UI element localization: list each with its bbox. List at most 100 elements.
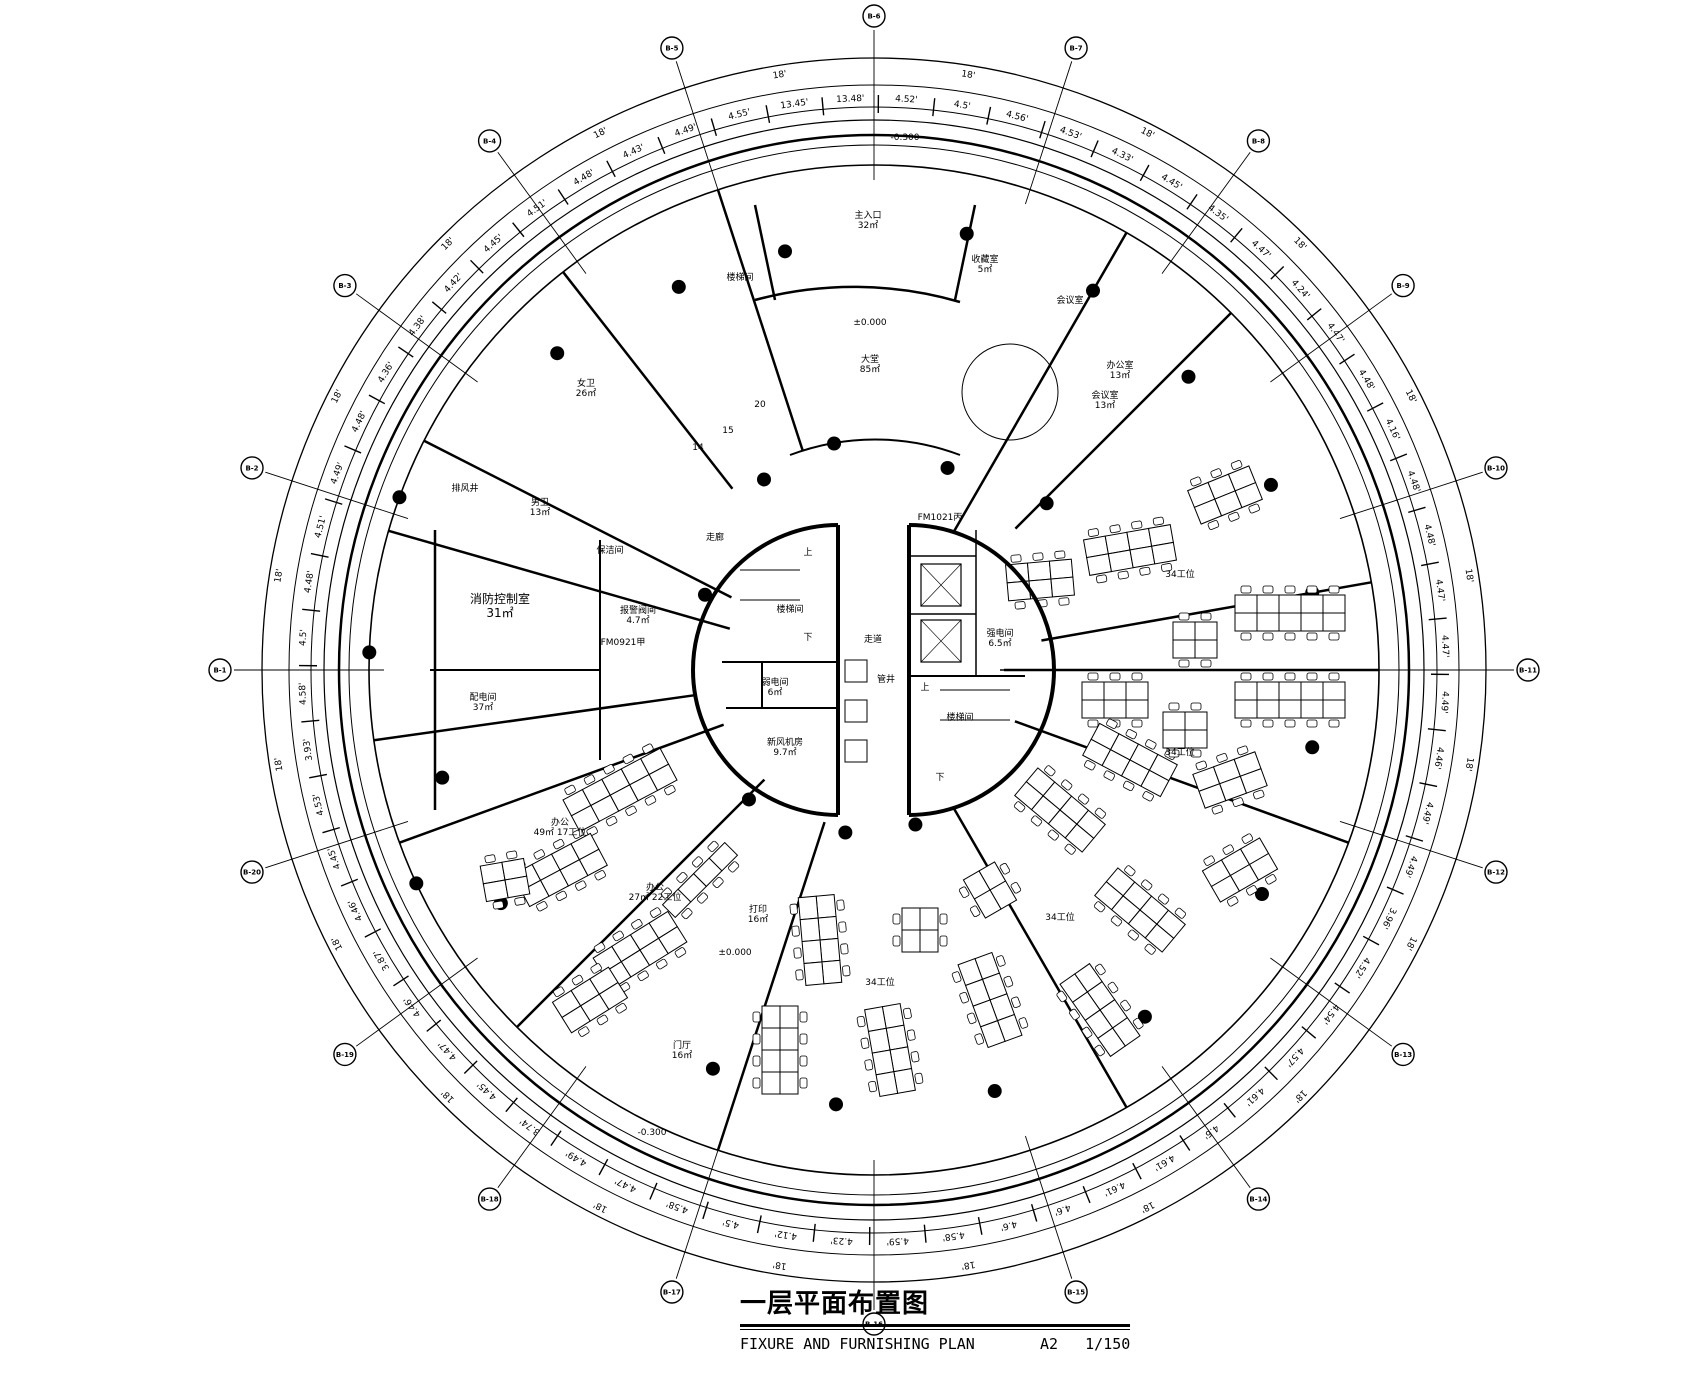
sheet-and-scale: A2 1/150 xyxy=(1040,1335,1130,1353)
chair xyxy=(1240,719,1252,728)
inner-dim-label: 4.51' xyxy=(314,515,329,539)
desk xyxy=(1097,1027,1126,1058)
main-entrance-area: 32㎡ xyxy=(858,220,878,231)
outer-dim-label: 18' xyxy=(961,69,976,81)
column xyxy=(940,460,955,475)
inner-dim-label: 4.47' xyxy=(1325,321,1346,345)
desk xyxy=(761,1005,781,1029)
desk xyxy=(799,917,821,943)
outer-dim-label: 18' xyxy=(440,236,457,253)
desk xyxy=(1256,594,1280,614)
axis-line-b-13 xyxy=(1270,957,1393,1047)
desk-cluster xyxy=(1005,550,1075,610)
inner-dim-label: 4.59' xyxy=(886,1235,909,1246)
column xyxy=(705,1061,720,1076)
chair xyxy=(555,890,568,902)
inner-dim-label: 13.45' xyxy=(780,98,809,112)
chair xyxy=(799,1033,808,1045)
title-underline-thin xyxy=(740,1329,1130,1330)
dim-tick xyxy=(1223,1102,1236,1118)
desk-cluster xyxy=(1082,718,1178,802)
chair xyxy=(1284,585,1296,594)
desk-cluster xyxy=(660,840,740,920)
dim-tick xyxy=(923,1224,927,1243)
desk xyxy=(867,1027,891,1054)
desk xyxy=(1322,699,1346,719)
meeting-room-2-label: 会议室 xyxy=(1091,389,1118,401)
desk xyxy=(1151,541,1178,565)
axis-bubble-b-13 xyxy=(1391,1042,1415,1067)
office-level: ±0.000 xyxy=(718,948,752,958)
axis-bubble-b-19 xyxy=(333,1042,357,1067)
desk xyxy=(1172,621,1196,641)
chair xyxy=(1087,719,1099,728)
office-27-area: 27㎡ 22工位 xyxy=(629,891,682,903)
chair xyxy=(578,1026,590,1037)
desk xyxy=(1144,923,1175,953)
inner-dim-label: 4.33' xyxy=(1110,146,1135,165)
chair xyxy=(656,958,668,970)
chair xyxy=(615,1003,627,1014)
chair xyxy=(1228,511,1240,522)
chair xyxy=(1117,570,1129,580)
column xyxy=(829,1097,844,1112)
column xyxy=(987,1084,1002,1099)
dim-tick xyxy=(765,105,771,124)
sheet-number: A2 xyxy=(1040,1335,1059,1353)
chair xyxy=(1210,468,1222,479)
axis-line-b-4 xyxy=(497,151,587,274)
desk xyxy=(1162,729,1186,749)
inner-dim-label: 4.46' xyxy=(1431,746,1444,770)
desk xyxy=(1278,681,1302,701)
strong-electric-label: 强电间 xyxy=(986,627,1013,639)
chair xyxy=(1120,999,1131,1012)
inner-dim-label: 4.38' xyxy=(407,314,429,338)
inner-dim-label: 4.48' xyxy=(303,570,316,594)
chair xyxy=(1262,585,1274,594)
chair xyxy=(728,861,740,873)
dim-tick xyxy=(309,773,328,779)
dim-tick xyxy=(1428,617,1447,621)
room-labels: 主入口 32㎡ 楼梯间 大堂 85㎡ ±0.000 收藏室 5㎡ 会议室 办公室… xyxy=(451,133,1194,1138)
column xyxy=(1254,887,1269,901)
chair xyxy=(1306,672,1318,681)
central-core xyxy=(691,523,1056,817)
inner-dim-label: 4.47' xyxy=(437,1038,459,1061)
chair xyxy=(799,1077,808,1089)
stair-step-20: 20 xyxy=(754,400,766,410)
chair xyxy=(1103,770,1116,781)
chair xyxy=(1328,672,1340,681)
column xyxy=(1181,369,1196,384)
chair xyxy=(842,965,851,977)
workstations-34b: 34工位 xyxy=(1165,746,1194,758)
dim-tick xyxy=(557,189,569,205)
chair xyxy=(903,1007,912,1020)
dim-tick xyxy=(393,975,409,987)
chair xyxy=(799,1055,808,1067)
axis-label-b-13: B-13 xyxy=(1394,1051,1412,1059)
chair xyxy=(1230,460,1243,470)
outer-dim-label: 18' xyxy=(330,935,345,952)
desk xyxy=(1140,769,1170,798)
column xyxy=(550,346,565,361)
drawing-title: 一层平面布置图 xyxy=(740,1289,930,1319)
dim-tick xyxy=(426,1019,442,1032)
desk-cluster xyxy=(892,907,948,953)
dim-tick xyxy=(302,608,321,612)
chair xyxy=(612,930,624,942)
dim-tick xyxy=(1420,561,1439,567)
stair-step-14: 14 xyxy=(692,443,704,453)
inner-dim-label: 4.35' xyxy=(1206,203,1230,225)
chair xyxy=(631,918,643,930)
desk xyxy=(761,1027,781,1051)
inner-dim-label: 4.46' xyxy=(402,995,423,1019)
inner-dim-label: 13.48' xyxy=(836,94,865,105)
chair xyxy=(1152,516,1165,526)
chair xyxy=(951,971,962,983)
chair xyxy=(1094,1044,1106,1057)
outer-dim-label: 18' xyxy=(330,388,345,405)
radial-partitions xyxy=(373,189,1379,1151)
dim-tick xyxy=(1301,1026,1317,1039)
chair xyxy=(1056,990,1068,1003)
desk xyxy=(821,959,843,985)
